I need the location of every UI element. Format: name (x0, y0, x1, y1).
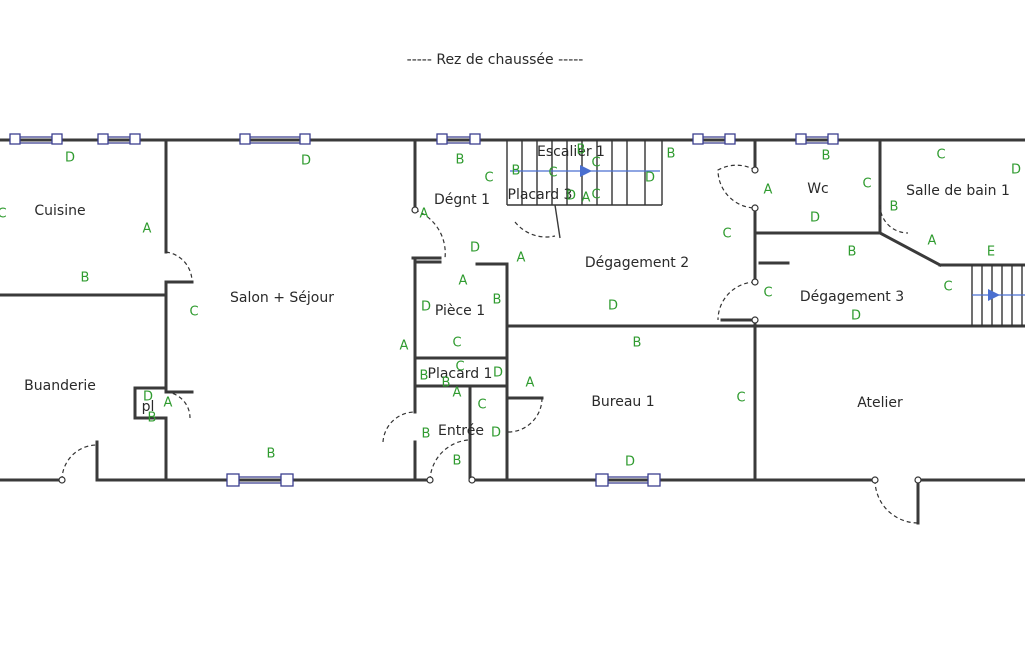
wall-letter: D (421, 300, 431, 315)
wall-letter: B (420, 369, 429, 384)
floor-title: ----- Rez de chaussée ----- (407, 52, 584, 68)
wall-letter: C (548, 166, 557, 181)
room-salle-de-bain1: Salle de bain 1 (906, 183, 1010, 199)
wall-letter: A (400, 339, 409, 354)
wall-letter: B (890, 200, 899, 215)
wall-letter: C (763, 286, 772, 301)
wall-letter: C (936, 148, 945, 163)
wall-letter: D (493, 366, 503, 381)
wall-letter: D (810, 211, 820, 226)
room-piece1: Pièce 1 (435, 303, 485, 319)
room-entree: Entrée (438, 423, 484, 439)
room-bureau1: Bureau 1 (591, 394, 654, 410)
windows (9, 133, 839, 487)
wall-letter: B (456, 153, 465, 168)
wall-letters: D A B C D C B D B A B B C A D A A D B C … (0, 143, 1021, 470)
wall-letter: C (189, 305, 198, 320)
room-placard3: Placard 3 (508, 187, 573, 203)
room-degagement2: Dégagement 2 (585, 255, 689, 271)
wall-letter: D (143, 390, 153, 405)
wall-letter: E (987, 245, 995, 260)
room-cuisine: Cuisine (34, 203, 85, 219)
wall-letter: D (491, 426, 501, 441)
wall-letter: A (928, 234, 937, 249)
wall-letter: D (645, 171, 655, 186)
wall-letter: A (764, 183, 773, 198)
wall-letter: D (470, 241, 480, 256)
wall-letter: C (862, 177, 871, 192)
room-escalier1: Escalier 1 (537, 144, 605, 160)
room-degagement3: Dégagement 3 (800, 289, 904, 305)
wall-letter: B (81, 271, 90, 286)
room-salon: Salon + Séjour (230, 290, 334, 306)
wall-letter: D (608, 299, 618, 314)
room-pl: pl (142, 399, 155, 415)
wall-letter: B (577, 143, 586, 158)
room-atelier: Atelier (857, 395, 903, 411)
staircase-2 (971, 265, 1025, 326)
wall-letter: B (453, 454, 462, 469)
wall-letter: C (736, 391, 745, 406)
wall-letter: C (722, 227, 731, 242)
wall-letter: B (512, 164, 521, 179)
wall-letter: C (452, 336, 461, 351)
wall-letter: C (591, 156, 600, 171)
wall-letter: D (301, 154, 311, 169)
room-labels: Cuisine Salon + Séjour Buanderie pl Dégn… (24, 144, 1010, 439)
walls (0, 138, 1025, 525)
wall-letter: A (143, 222, 152, 237)
wall-letter: D (1011, 163, 1021, 178)
wall-letter: C (943, 280, 952, 295)
wall-letter: C (455, 360, 464, 375)
wall-letter: B (148, 411, 157, 426)
wall-letter: A (517, 251, 526, 266)
doors (58, 164, 922, 524)
wall-letter: B (422, 427, 431, 442)
room-wc: Wc (807, 181, 829, 197)
wall-letter: B (493, 293, 502, 308)
wall-letter: A (420, 207, 429, 222)
wall-letter: D (65, 151, 75, 166)
wall-letter: A (164, 396, 173, 411)
wall-letter: C (591, 188, 600, 203)
wall-letter: D (851, 309, 861, 324)
wall-letter: C (477, 398, 486, 413)
wall-letter: B (267, 447, 276, 462)
wall-letter: B (442, 376, 451, 391)
wall-letter: A (453, 386, 462, 401)
wall-letter: A (526, 376, 535, 391)
wall-letter: D (566, 189, 576, 204)
wall-letter: B (633, 336, 642, 351)
room-degnt1: Dégnt 1 (434, 192, 490, 208)
wall-letter: B (848, 245, 857, 260)
wall-letter: C (0, 207, 7, 222)
wall-letter: D (625, 455, 635, 470)
wall-letter: B (667, 147, 676, 162)
wall-letter: C (484, 171, 493, 186)
wall-letter: A (582, 191, 591, 206)
wall-letter: B (822, 149, 831, 164)
room-placard1: Placard 1 (428, 366, 493, 382)
wall-letter: A (459, 274, 468, 289)
staircase-1 (506, 140, 663, 206)
room-buanderie: Buanderie (24, 378, 96, 394)
